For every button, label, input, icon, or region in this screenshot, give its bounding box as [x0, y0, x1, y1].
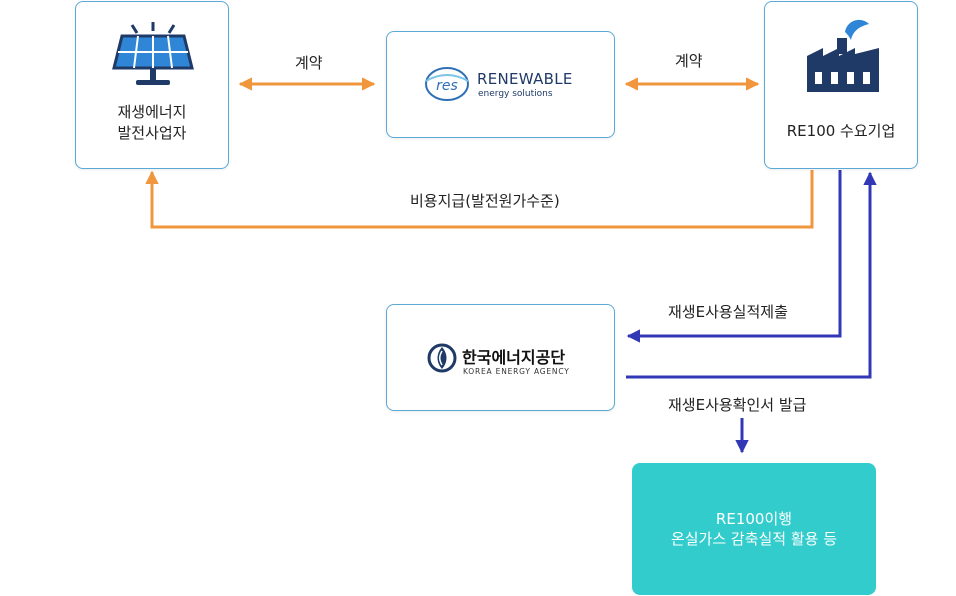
- agency-name: 한국에너지공단: [462, 348, 566, 367]
- res-logo-icon: res: [425, 67, 469, 101]
- broker-node: res RENEWABLE energy solutions: [386, 31, 615, 138]
- energy-agency-emblem-icon: [427, 343, 457, 373]
- broker-subtitle: energy solutions: [478, 89, 553, 99]
- producer-node: 재생에너지 발전사업자: [75, 1, 229, 169]
- factory-icon: [807, 19, 879, 92]
- submit-arrow: [626, 170, 842, 343]
- issue-label: 재생E사용확인서 발급: [668, 396, 807, 414]
- result-label-line1: RE100이행: [715, 510, 793, 528]
- svg-text:res: res: [436, 78, 458, 94]
- payment-arrow: [145, 170, 814, 229]
- producer-label-line1: 재생에너지: [117, 103, 187, 121]
- agency-node: 한국에너지공단 KOREA ENERGY AGENCY: [386, 304, 615, 411]
- consumer-node: RE100 수요기업: [764, 1, 918, 169]
- result-node: RE100이행 온실가스 감축실적 활용 등: [632, 463, 876, 595]
- producer-label-line2: 발전사업자: [117, 124, 187, 142]
- solar-panel-icon: [112, 22, 194, 85]
- agency-subtitle: KOREA ENERGY AGENCY: [463, 367, 570, 376]
- contract-right-label: 계약: [675, 52, 703, 70]
- submit-label: 재생E사용실적제출: [668, 303, 788, 321]
- consumer-label: RE100 수요기업: [786, 122, 896, 140]
- result-label-line2: 온실가스 감축실적 활용 등: [670, 530, 838, 548]
- payment-label: 비용지급(발전원가수준): [410, 192, 560, 210]
- contract-left-label: 계약: [295, 54, 323, 72]
- broker-name: RENEWABLE: [477, 70, 573, 88]
- issue-arrow: [626, 171, 877, 379]
